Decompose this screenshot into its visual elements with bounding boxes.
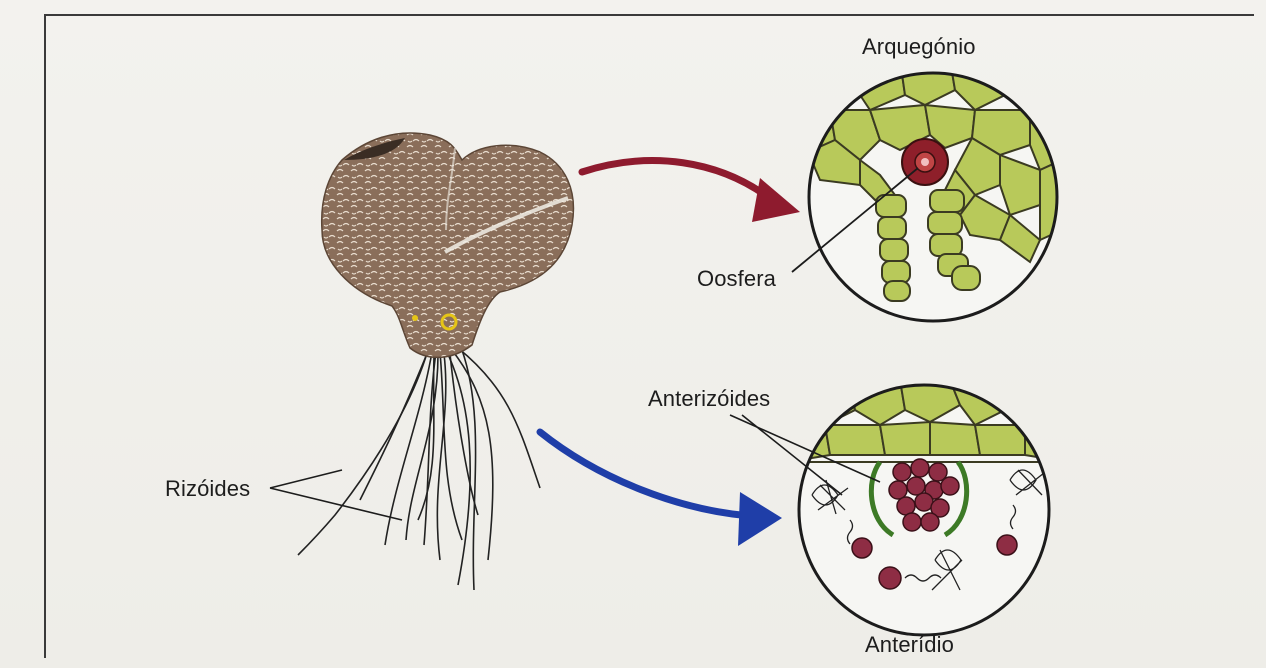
- rhizoids-label: Rizóides: [165, 476, 250, 502]
- archegonium-label: Arquegónio: [862, 34, 976, 60]
- rhizoid-pointer-2: [270, 488, 402, 520]
- antheridium-label: Anterídio: [865, 632, 954, 658]
- rhizoids: [298, 348, 540, 590]
- antherozoids-label: Anterizóides: [648, 386, 770, 412]
- thallus-gametophyte: [322, 133, 574, 357]
- arrow-to-antheridium: [540, 432, 782, 546]
- arrow-to-archegonium: [582, 161, 800, 222]
- egg-label: Oosfera: [697, 266, 776, 292]
- rhizoid-pointer-1: [270, 470, 342, 488]
